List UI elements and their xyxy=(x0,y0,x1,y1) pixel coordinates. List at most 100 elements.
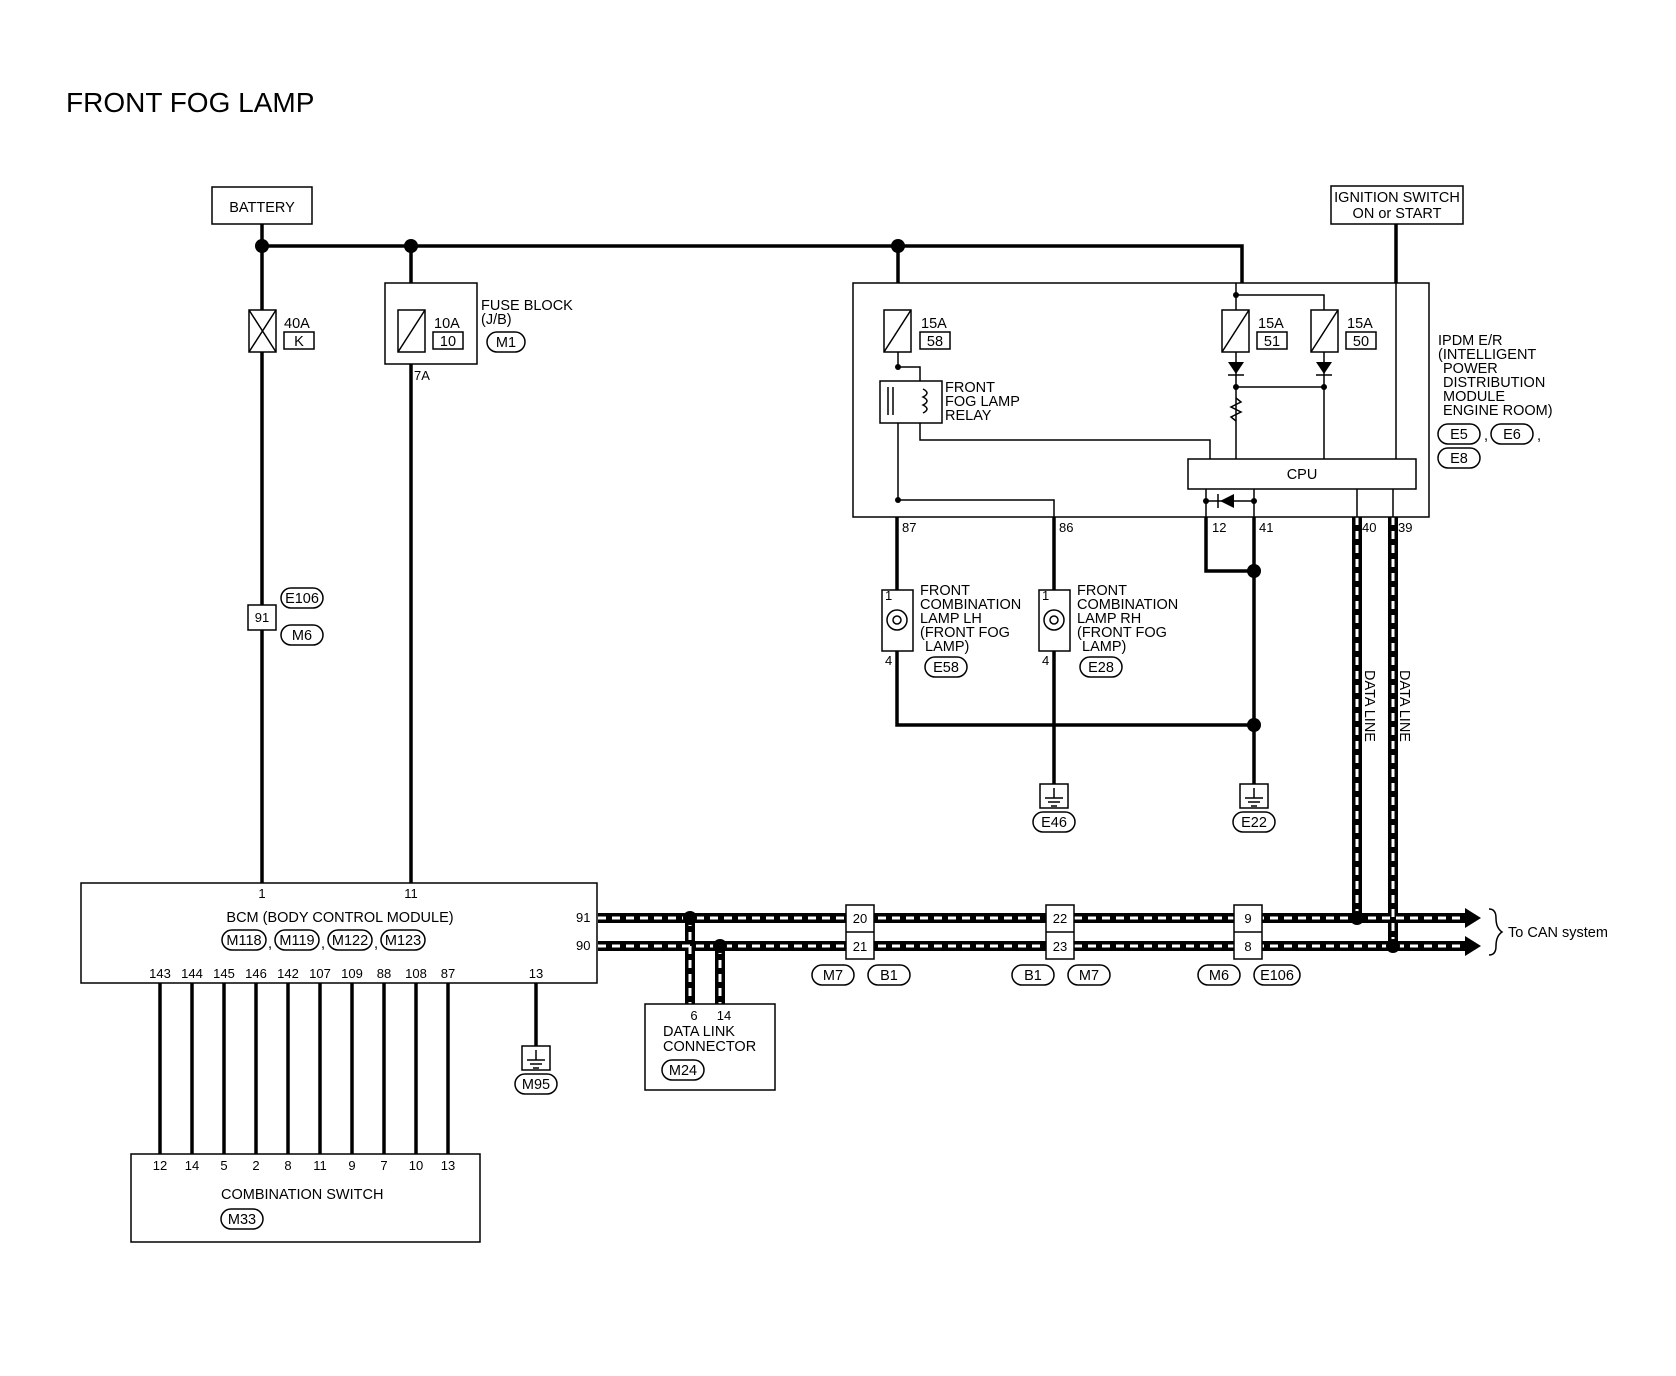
svg-text:M1: M1 xyxy=(496,335,516,351)
svg-text:M122: M122 xyxy=(332,933,368,949)
svg-text:4: 4 xyxy=(1042,653,1049,668)
svg-text:B1: B1 xyxy=(880,968,898,984)
svg-text:E22: E22 xyxy=(1241,815,1267,831)
svg-text:M95: M95 xyxy=(522,1077,550,1093)
svg-text:M118: M118 xyxy=(226,933,261,949)
svg-text:M33: M33 xyxy=(228,1212,256,1228)
svg-text:,: , xyxy=(1537,428,1541,444)
svg-text:ON or START: ON or START xyxy=(1353,206,1442,222)
svg-text:41: 41 xyxy=(1259,520,1273,535)
svg-text:145: 145 xyxy=(213,966,235,981)
combination-switch: 12 14 5 2 8 11 9 7 10 13 COMBINATION SWI… xyxy=(130,1153,481,1243)
svg-text:CONNECTOR: CONNECTOR xyxy=(663,1039,756,1055)
svg-text:FRONT: FRONT xyxy=(920,583,970,599)
svg-text:ENGINE ROOM): ENGINE ROOM) xyxy=(1443,403,1553,419)
svg-text:M123: M123 xyxy=(385,933,421,949)
svg-text:RELAY: RELAY xyxy=(945,408,992,424)
svg-text:M119: M119 xyxy=(279,933,314,949)
svg-text:15A: 15A xyxy=(921,316,947,332)
svg-text:51: 51 xyxy=(1264,334,1280,350)
svg-text:(J/B): (J/B) xyxy=(481,312,512,328)
can-junction-1: 20 21 M7 B1 xyxy=(811,904,911,986)
svg-text:23: 23 xyxy=(1053,939,1067,954)
ignition-switch-box: IGNITION SWITCH ON or START xyxy=(1330,185,1464,225)
svg-text:(INTELLIGENT: (INTELLIGENT xyxy=(1438,347,1536,363)
svg-text:146: 146 xyxy=(245,966,267,981)
svg-text:40A: 40A xyxy=(284,316,310,332)
svg-text:142: 142 xyxy=(277,966,299,981)
svg-text:LAMP LH: LAMP LH xyxy=(920,611,982,627)
svg-text:143: 143 xyxy=(149,966,171,981)
svg-text:11: 11 xyxy=(404,886,418,901)
svg-text:,: , xyxy=(321,936,325,952)
svg-text:(FRONT FOG: (FRONT FOG xyxy=(920,625,1010,641)
svg-text:E106: E106 xyxy=(1260,968,1294,984)
svg-text:M7: M7 xyxy=(823,968,843,984)
ground-e46: E46 xyxy=(1032,783,1076,833)
svg-text:88: 88 xyxy=(377,966,391,981)
svg-text:5: 5 xyxy=(220,1158,227,1173)
svg-text:M7: M7 xyxy=(1079,968,1099,984)
can-system-label: To CAN system xyxy=(1508,925,1608,941)
svg-text:(FRONT FOG: (FRONT FOG xyxy=(1077,625,1167,641)
svg-text:,: , xyxy=(1484,428,1488,444)
bcm-module: 1 11 BCM (BODY CONTROL MODULE) M118 , M1… xyxy=(80,882,598,984)
ground-m95: M95 xyxy=(514,1045,558,1095)
svg-text:MODULE: MODULE xyxy=(1443,389,1505,405)
data-link-connector: 6 14 DATA LINK CONNECTOR M24 xyxy=(644,1003,776,1091)
svg-text:21: 21 xyxy=(853,939,867,954)
svg-text:FRONT: FRONT xyxy=(1077,583,1127,599)
svg-text:K: K xyxy=(294,334,304,350)
svg-text:39: 39 xyxy=(1398,520,1412,535)
junction-dots xyxy=(255,239,1400,953)
svg-text:6: 6 xyxy=(690,1008,697,1023)
svg-text:58: 58 xyxy=(927,334,943,350)
front-combination-lamp-rh: 1 4 FRONT COMBINATION LAMP RH (FRONT FOG… xyxy=(1038,583,1178,678)
svg-text:4: 4 xyxy=(885,653,892,668)
svg-text:COMBINATION SWITCH: COMBINATION SWITCH xyxy=(221,1187,383,1203)
svg-text:8: 8 xyxy=(1244,939,1251,954)
svg-text:,: , xyxy=(268,936,272,952)
svg-text:LAMP RH: LAMP RH xyxy=(1077,611,1141,627)
svg-text:9: 9 xyxy=(348,1158,355,1173)
can-junction-2: 22 23 B1 M7 xyxy=(1011,904,1111,986)
svg-text:E58: E58 xyxy=(933,660,959,676)
data-line-label-right: DATA LINE xyxy=(1396,670,1412,742)
battery-box: BATTERY xyxy=(211,186,313,225)
svg-text:9: 9 xyxy=(1244,911,1251,926)
svg-text:COMBINATION: COMBINATION xyxy=(1077,597,1178,613)
svg-text:20: 20 xyxy=(853,911,867,926)
svg-text:91: 91 xyxy=(255,610,269,625)
svg-text:E6: E6 xyxy=(1503,427,1521,443)
svg-text:1: 1 xyxy=(1042,588,1049,603)
svg-text:E106: E106 xyxy=(285,591,319,607)
svg-text:E46: E46 xyxy=(1041,815,1067,831)
ground-e22: E22 xyxy=(1232,783,1276,833)
svg-text:,: , xyxy=(374,936,378,952)
front-combination-lamp-lh: 1 4 FRONT COMBINATION LAMP LH (FRONT FOG… xyxy=(881,583,1021,678)
svg-text:POWER: POWER xyxy=(1443,361,1498,377)
svg-text:12: 12 xyxy=(1212,520,1226,535)
svg-text:22: 22 xyxy=(1053,911,1067,926)
svg-text:14: 14 xyxy=(717,1008,731,1023)
svg-text:LAMP): LAMP) xyxy=(1082,639,1126,655)
svg-text:M6: M6 xyxy=(1209,968,1229,984)
svg-text:12: 12 xyxy=(153,1158,167,1173)
svg-text:13: 13 xyxy=(441,1158,455,1173)
svg-text:E5: E5 xyxy=(1450,427,1468,443)
svg-text:108: 108 xyxy=(405,966,427,981)
svg-text:10A: 10A xyxy=(434,316,460,332)
data-line-label-left: DATA LINE xyxy=(1361,670,1377,742)
svg-text:2: 2 xyxy=(252,1158,259,1173)
svg-text:7A: 7A xyxy=(414,368,430,383)
svg-text:107: 107 xyxy=(309,966,331,981)
svg-text:50: 50 xyxy=(1353,334,1369,350)
svg-text:7: 7 xyxy=(380,1158,387,1173)
fusible-link-40a: 40A K xyxy=(248,309,315,353)
svg-text:14: 14 xyxy=(185,1158,199,1173)
svg-text:COMBINATION: COMBINATION xyxy=(920,597,1021,613)
svg-text:10: 10 xyxy=(409,1158,423,1173)
inline-connector-91: 91 E106 M6 xyxy=(247,587,324,646)
svg-text:IGNITION SWITCH: IGNITION SWITCH xyxy=(1334,190,1460,206)
